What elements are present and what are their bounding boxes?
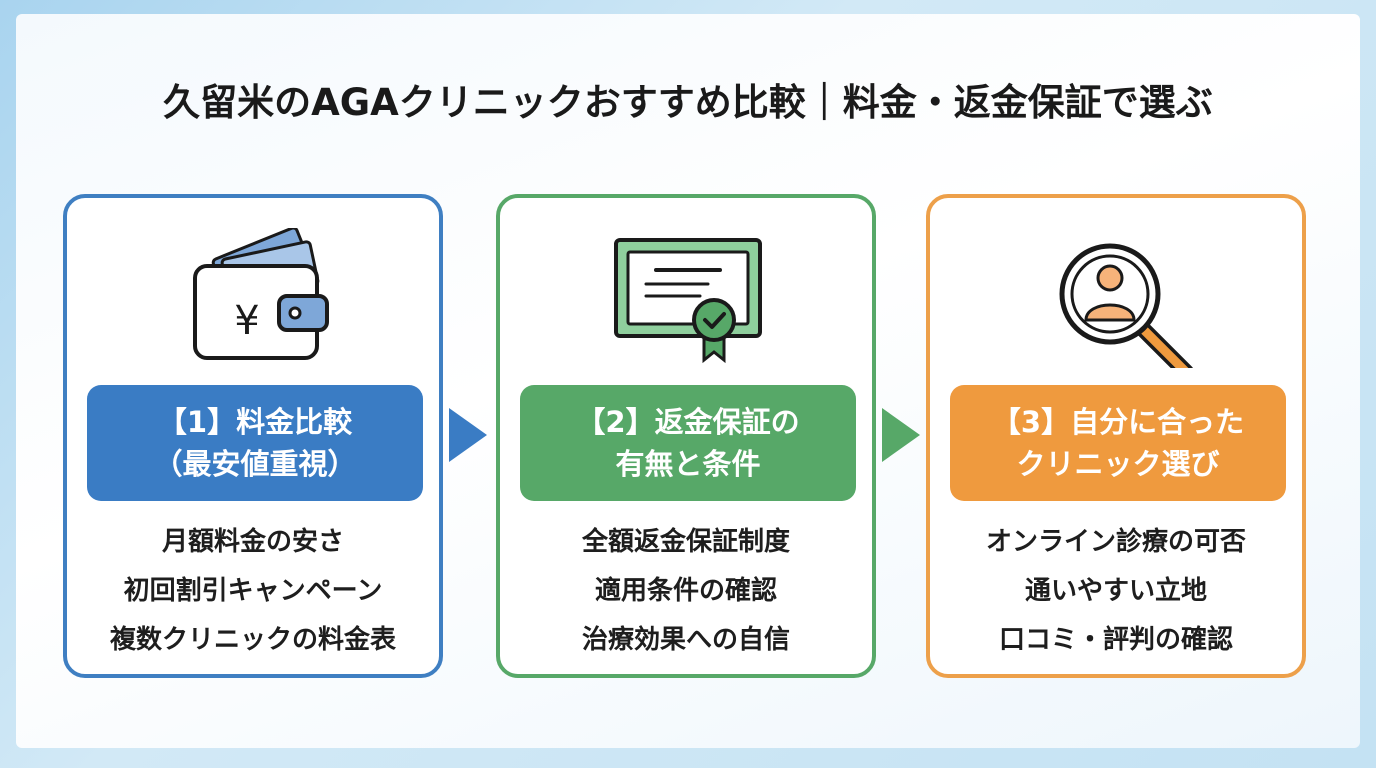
list-item: オンライン診療の可否 xyxy=(985,527,1246,557)
wallet-yen-icon: ¥ xyxy=(193,228,329,360)
list-item: 複数クリニックの料金表 xyxy=(109,625,396,655)
card-heading-line2: （最安値重視） xyxy=(153,447,357,481)
certificate-check-icon xyxy=(614,238,762,364)
list-item: 口コミ・評判の確認 xyxy=(998,625,1233,655)
card-refund-guarantee: 【2】返金保証の 有無と条件 全額返金保証制度 適用条件の確認 治療効果への自信 xyxy=(496,194,876,678)
card-item-list: オンライン診療の可否 通いやすい立地 口コミ・評判の確認 xyxy=(930,518,1302,665)
list-item: 適用条件の確認 xyxy=(594,576,777,606)
card-heading-line1: 【3】自分に合った xyxy=(991,404,1245,439)
list-item: 全額返金保証制度 xyxy=(581,527,790,557)
list-item: 治療効果への自信 xyxy=(581,625,790,655)
list-item: 月額料金の安さ xyxy=(161,527,344,557)
list-item: 初回割引キャンペーン xyxy=(123,576,383,606)
card-heading-line2: クリニック選び xyxy=(1016,447,1220,481)
card-heading-line1: 【2】返金保証の xyxy=(576,404,800,439)
card-item-list: 月額料金の安さ 初回割引キャンペーン 複数クリニックの料金表 xyxy=(67,518,439,665)
card-heading: 【1】料金比較 （最安値重視） xyxy=(87,385,423,501)
arrow-right-icon xyxy=(882,408,920,462)
card-price-comparison: ¥ 【1】料金比較 （最安値重視） 月額料金の安さ 初回割引キャンペーン 複数ク… xyxy=(63,194,443,678)
svg-text:¥: ¥ xyxy=(234,298,259,344)
card-heading: 【2】返金保証の 有無と条件 xyxy=(520,385,856,501)
card-heading-line2: 有無と条件 xyxy=(615,447,761,481)
arrow-right-icon xyxy=(449,408,487,462)
card-clinic-selection: 【3】自分に合った クリニック選び オンライン診療の可否 通いやすい立地 口コミ… xyxy=(926,194,1306,678)
card-item-list: 全額返金保証制度 適用条件の確認 治療効果への自信 xyxy=(500,518,872,665)
list-item: 通いやすい立地 xyxy=(1024,576,1207,606)
card-heading: 【3】自分に合った クリニック選び xyxy=(950,385,1286,501)
card-heading-line1: 【1】料金比較 xyxy=(157,404,353,439)
page-title: 久留米のAGAクリニックおすすめ比較｜料金・返金保証で選ぶ xyxy=(163,81,1213,124)
magnifier-person-icon xyxy=(1059,243,1193,368)
